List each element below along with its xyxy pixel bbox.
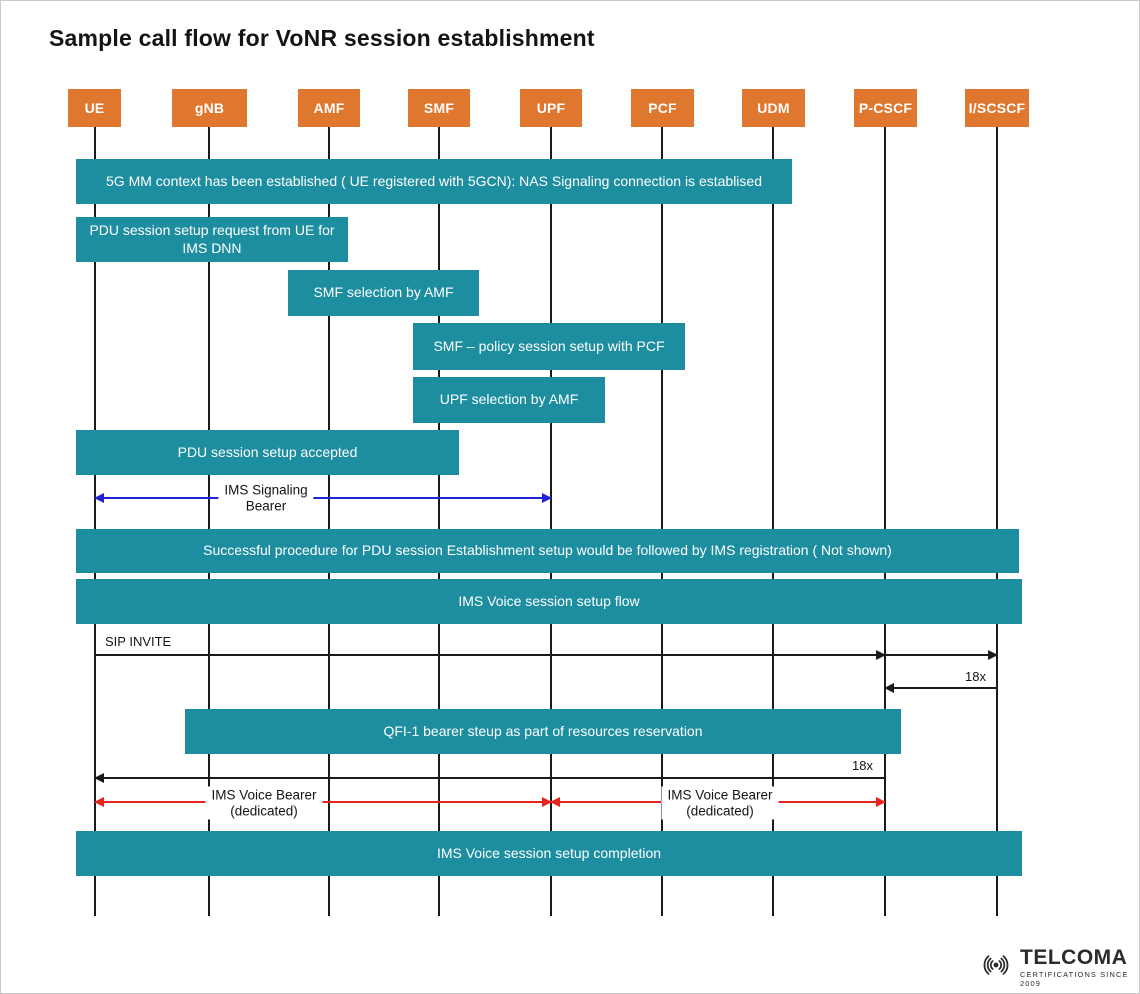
lifeline-gnb (208, 127, 210, 916)
arrowhead-right (876, 650, 886, 660)
lifeline-udm (772, 127, 774, 916)
ims-voice-bearer-arrow-ue-upf (94, 797, 552, 807)
arrowhead-right (542, 493, 552, 503)
arrowhead-left (94, 493, 104, 503)
actor-pcf: PCF (631, 89, 694, 127)
process-band-2: PDU session setup request from UE for IM… (76, 217, 348, 262)
actor-p-cscf: P-CSCF (854, 89, 917, 127)
arrow-label-2: IMS Voice Bearer (dedicated) (205, 786, 323, 820)
actor-upf: UPF (520, 89, 582, 127)
process-band-8: IMS Voice session setup flow (76, 579, 1022, 624)
process-band-7: Successful procedure for PDU session Est… (76, 529, 1019, 573)
lifeline-ue (94, 127, 96, 916)
arrow-label-3: IMS Voice Bearer (dedicated) (661, 786, 779, 820)
process-band-9: QFI-1 bearer steup as part of resources … (185, 709, 901, 754)
message-label-3: 18x (852, 758, 873, 773)
sip-invite-arrow-ue-pcscf (95, 650, 886, 660)
actor-smf: SMF (408, 89, 470, 127)
actor-i-scscf: I/SCSCF (965, 89, 1029, 127)
lifeline-p-cscf (884, 127, 886, 916)
actor-ue: UE (68, 89, 121, 127)
process-band-6: PDU session setup accepted (76, 430, 459, 475)
actor-amf: AMF (298, 89, 360, 127)
page-title: Sample call flow for VoNR session establ… (49, 25, 595, 51)
actor-gnb: gNB (172, 89, 247, 127)
sip-invite-arrow-pcscf-iscscf (886, 650, 998, 660)
logo-text: TELCOMA CERTIFICATIONS SINCE 2009 (1020, 947, 1139, 988)
18x-arrow-pcscf-ue (94, 773, 885, 783)
message-label-2: 18x (965, 669, 986, 684)
lifeline-amf (328, 127, 330, 916)
lifeline-upf (550, 127, 552, 916)
arrow-label-1: IMS Signaling Bearer (218, 481, 314, 515)
logo-brand: TELCOMA (1020, 946, 1128, 969)
18x-arrow-iscscf-pcscf (884, 683, 997, 693)
process-band-1: 5G MM context has been established ( UE … (76, 159, 792, 204)
arrowhead-left (884, 683, 894, 693)
actor-udm: UDM (742, 89, 805, 127)
arrowhead-right (542, 797, 552, 807)
message-label-1: SIP INVITE (105, 634, 172, 649)
lifeline-smf (438, 127, 440, 916)
arrowhead-left (94, 773, 104, 783)
logo-tagline: CERTIFICATIONS SINCE 2009 (1020, 970, 1129, 988)
process-band-3: SMF selection by AMF (288, 270, 479, 316)
lifeline-pcf (661, 127, 663, 916)
arrowhead-right (876, 797, 886, 807)
lifeline-i-scscf (996, 127, 998, 916)
arrowhead-right (988, 650, 998, 660)
process-band-4: SMF – policy session setup with PCF (413, 323, 685, 370)
process-band-10: IMS Voice session setup completion (76, 831, 1022, 876)
arrowhead-left (550, 797, 560, 807)
ims-signaling-bearer-arrow (94, 493, 552, 503)
process-band-5: UPF selection by AMF (413, 377, 605, 423)
arrowhead-left (94, 797, 104, 807)
radio-waves-icon (975, 950, 1017, 985)
telcoma-logo: TELCOMA CERTIFICATIONS SINCE 2009 (975, 947, 1139, 988)
